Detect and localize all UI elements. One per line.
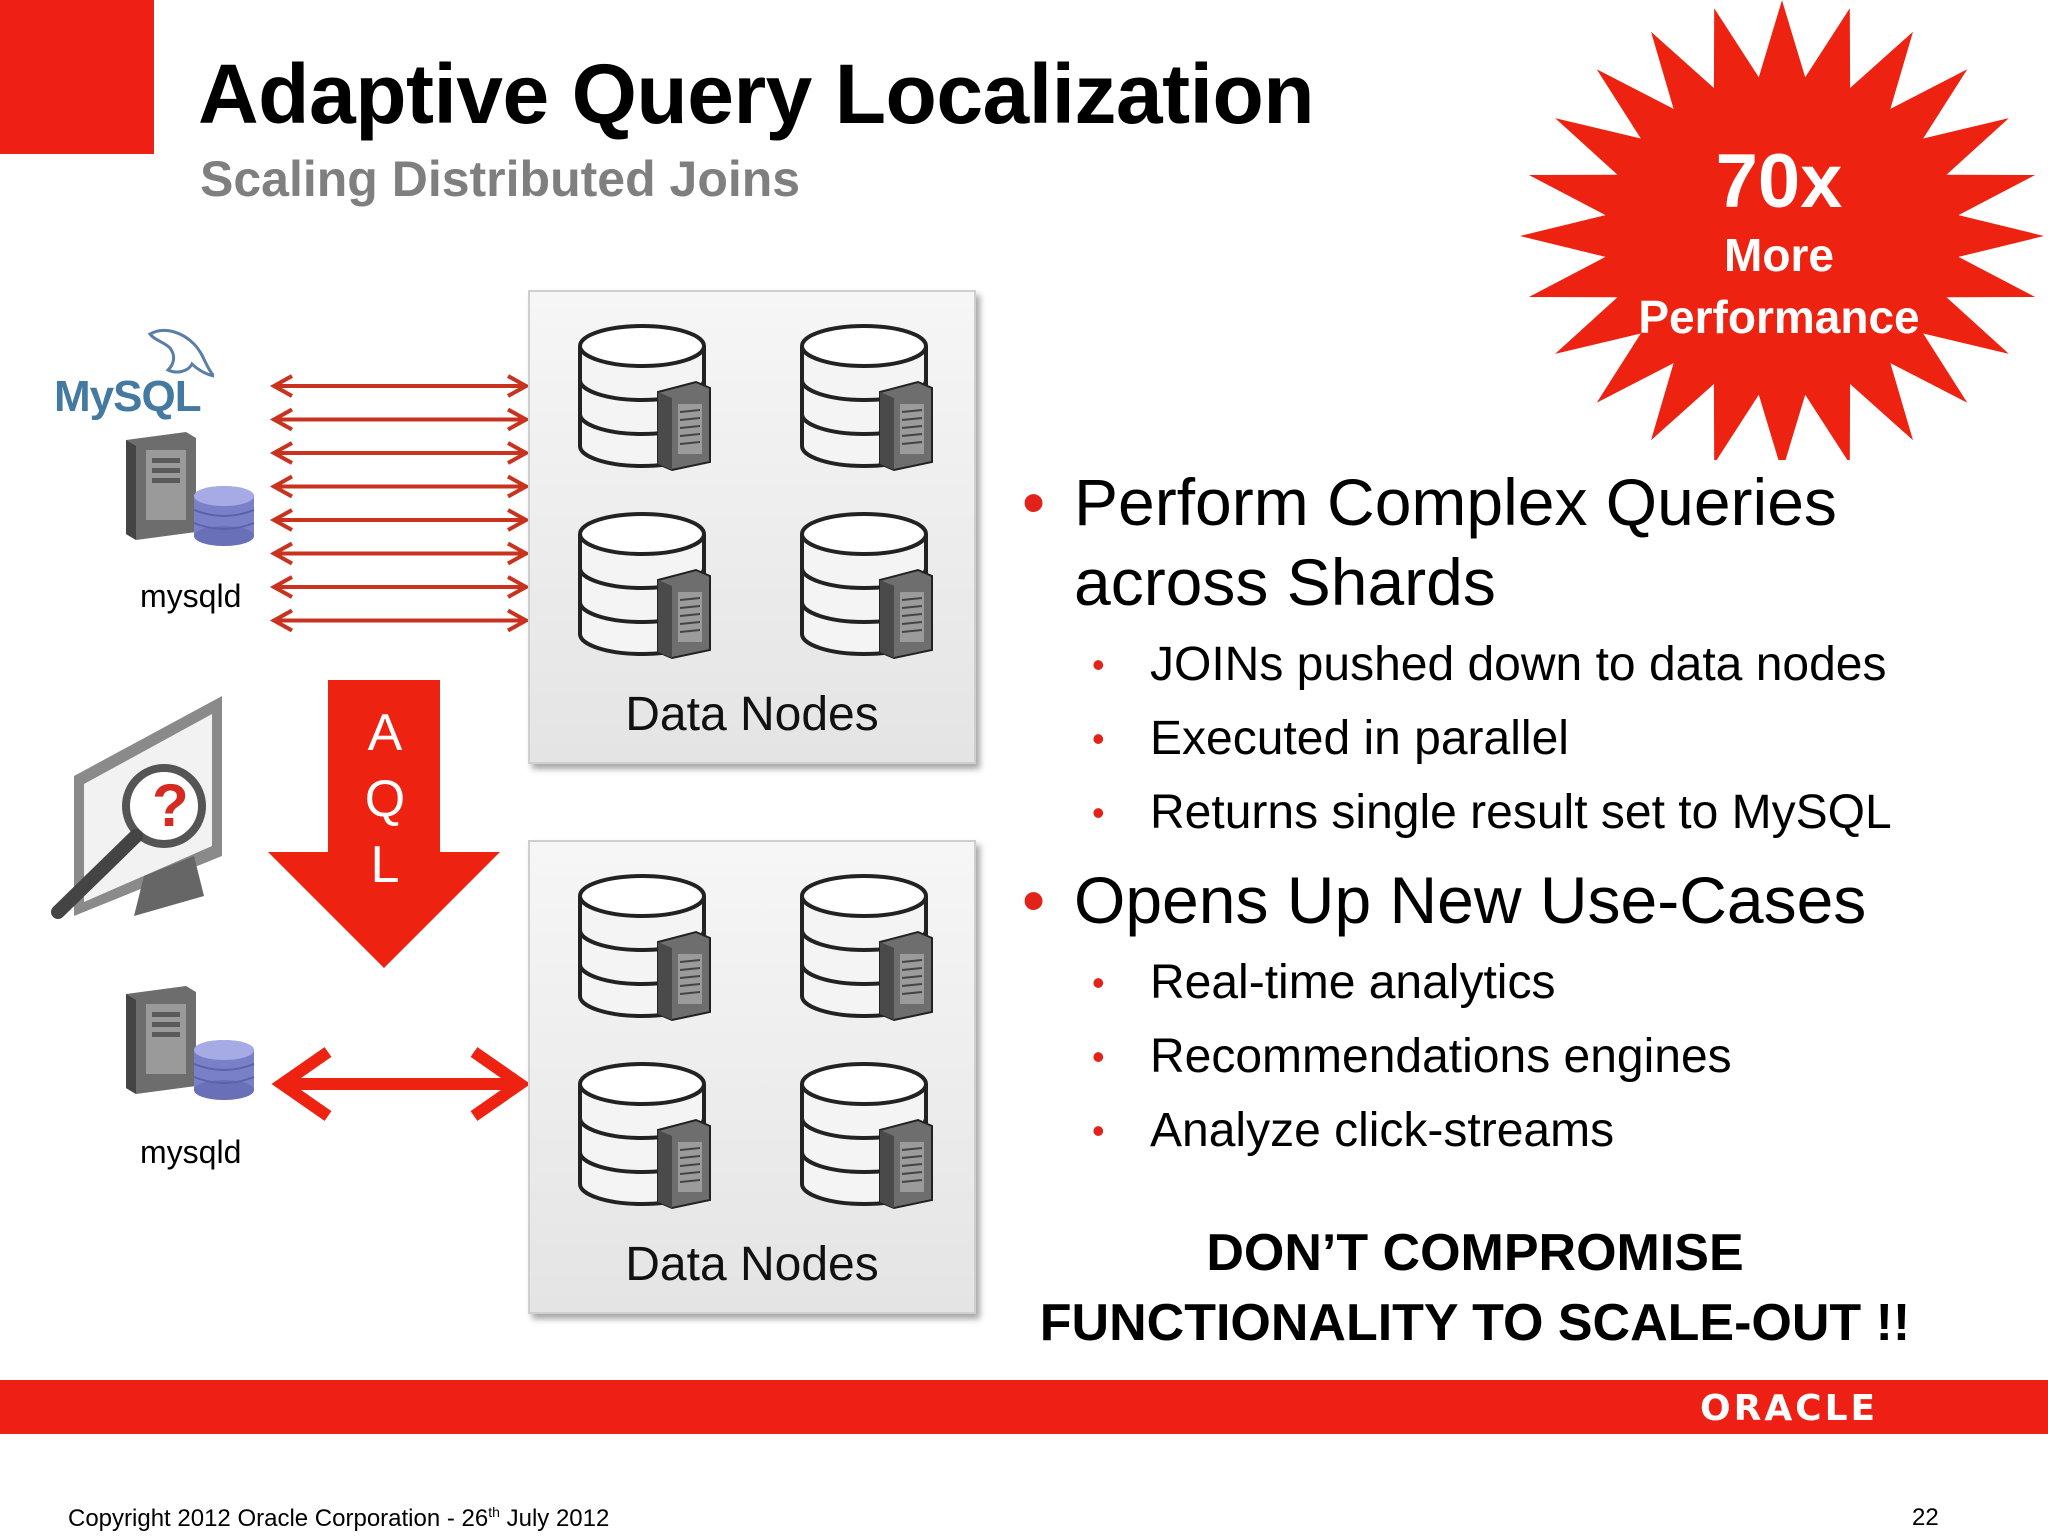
bullet-text: Analyze click-streams — [1150, 1104, 1614, 1157]
server-db-icon — [116, 984, 266, 1104]
traffic-arrow — [274, 410, 526, 430]
aql-letter-l: L — [340, 832, 430, 898]
bullet-text: Returns single result set to MySQL — [1150, 786, 1892, 839]
tagline-line-2: FUNCTIONALITY TO SCALE-OUT !! — [990, 1288, 1960, 1358]
traffic-arrow — [274, 544, 526, 564]
copyright-text: Copyright 2012 Oracle Corporation - 26th… — [68, 1504, 609, 1533]
page-number: 22 — [1912, 1504, 1939, 1532]
bullet-text: Recommendations engines — [1150, 1030, 1732, 1083]
data-node-icon — [798, 322, 938, 477]
bullet-dot-icon: • — [1022, 860, 1045, 940]
data-nodes-panel-top: Data Nodes — [528, 290, 976, 764]
oracle-logo: ORACLE — [1700, 1388, 1878, 1429]
data-node-icon — [576, 510, 716, 665]
aql-letter-q: Q — [340, 766, 430, 832]
bullet-level-2: • Executed in parallel — [1020, 702, 2020, 776]
traffic-arrow — [274, 443, 526, 463]
burst-line-1: More — [1629, 228, 1929, 282]
aql-letters: A Q L — [340, 700, 430, 898]
query-traffic-arrows — [268, 370, 534, 640]
query-monitor-icon: ? — [44, 696, 234, 936]
traffic-arrow — [274, 510, 526, 530]
mysql-logo: MySQL — [54, 324, 214, 424]
mysqld-label-top: mysqld — [140, 578, 241, 615]
aql-letter-a: A — [340, 700, 430, 766]
bullet-level-2: • Real-time analytics — [1020, 946, 2020, 1020]
tagline: DON’T COMPROMISE FUNCTIONALITY TO SCALE-… — [990, 1218, 1960, 1358]
traffic-arrow — [274, 577, 526, 597]
bullet-text: JOINs pushed down to data nodes — [1150, 638, 1886, 691]
bullet-text: Real-time analytics — [1150, 956, 1555, 1009]
traffic-arrow — [274, 376, 526, 396]
localized-query-arrow — [270, 1046, 532, 1122]
copyright-sup: th — [488, 1504, 500, 1520]
burst-line-2: Performance — [1629, 290, 1929, 344]
tagline-line-1: DON’T COMPROMISE — [990, 1218, 1960, 1288]
bullet-level-1: • Opens Up New Use-Cases — [1020, 860, 2020, 940]
bullet-dot-icon: • — [1092, 1094, 1105, 1168]
bullet-dot-icon: • — [1092, 946, 1105, 1020]
copyright-prefix: Copyright 2012 Oracle Corporation - 26 — [68, 1505, 488, 1532]
data-nodes-panel-bottom: Data Nodes — [528, 840, 976, 1314]
data-node-icon — [798, 872, 938, 1027]
server-db-icon — [116, 430, 266, 550]
bullet-level-2: • Analyze click-streams — [1020, 1094, 2020, 1168]
data-nodes-label-top: Data Nodes — [530, 687, 974, 742]
slide-title: Adaptive Query Localization — [198, 46, 1314, 143]
bullet-text: Opens Up New Use-Cases — [1074, 860, 2020, 940]
bullet-text: Executed in parallel — [1150, 712, 1569, 765]
corner-accent — [0, 0, 154, 154]
svg-text:?: ? — [152, 772, 189, 839]
bullet-dot-icon: • — [1092, 628, 1105, 702]
bullet-list: • Perform Complex Queries across Shards … — [1020, 462, 2020, 1168]
bullet-level-1: • Perform Complex Queries across Shards — [1020, 462, 2020, 622]
bullet-level-2: • Returns single result set to MySQL — [1020, 776, 2020, 850]
bullet-level-2: • Recommendations engines — [1020, 1020, 2020, 1094]
data-node-icon — [576, 872, 716, 1027]
mysql-logo-text: MySQL — [54, 372, 201, 422]
burst-multiplier: 70x — [1629, 138, 1929, 225]
bullet-dot-icon: • — [1092, 776, 1105, 850]
traffic-arrow — [274, 477, 526, 497]
bullet-text: Perform Complex Queries — [1074, 462, 2020, 542]
bullet-dot-icon: • — [1092, 1020, 1105, 1094]
bullet-text: across Shards — [1074, 542, 2020, 622]
mysqld-label-bottom: mysqld — [140, 1134, 241, 1171]
traffic-arrow — [274, 611, 526, 631]
data-node-icon — [576, 1060, 716, 1215]
data-nodes-label-bottom: Data Nodes — [530, 1237, 974, 1292]
data-node-icon — [798, 510, 938, 665]
data-node-icon — [576, 322, 716, 477]
bullet-level-2: • JOINs pushed down to data nodes — [1020, 628, 2020, 702]
slide-subtitle: Scaling Distributed Joins — [200, 150, 800, 208]
bullet-dot-icon: • — [1092, 702, 1105, 776]
copyright-suffix: July 2012 — [500, 1505, 609, 1532]
data-node-icon — [798, 1060, 938, 1215]
bullet-dot-icon: • — [1022, 462, 1045, 542]
